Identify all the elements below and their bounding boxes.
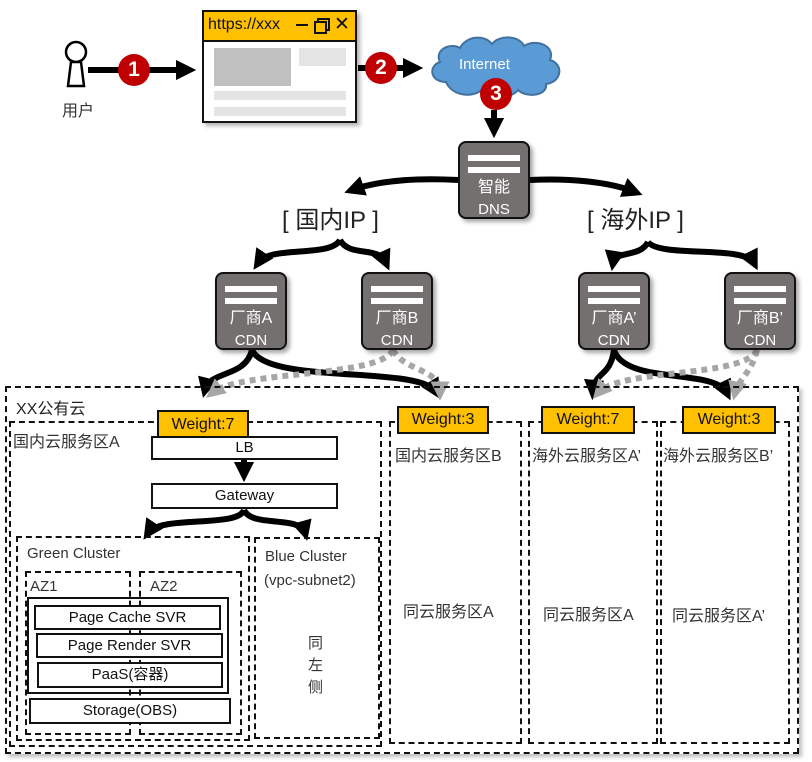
content-placeholder-line xyxy=(214,91,346,100)
public-cloud-title: XX公有云 xyxy=(16,401,86,418)
same-as-left-char: 左 xyxy=(308,657,324,674)
internet-label: Internet xyxy=(459,56,510,73)
smart-dns-server: 智能 DNS xyxy=(458,141,530,219)
dns-label-line1: 智能 xyxy=(477,179,510,196)
browser-url: https://xxx xyxy=(208,16,281,33)
restore-icon[interactable] xyxy=(314,18,330,34)
minimize-icon[interactable] xyxy=(296,24,308,26)
step-badge-2: 2 xyxy=(365,52,397,84)
weight-badge: Weight:7 xyxy=(157,410,249,440)
dns-label-line2: DNS xyxy=(478,201,510,218)
server-icon-bar xyxy=(468,155,520,161)
content-placeholder-block xyxy=(299,48,346,66)
zone-note: 同云服务区A’ xyxy=(672,608,766,625)
weight-badge: Weight:3 xyxy=(682,406,776,434)
paas-container: PaaS(容器) xyxy=(37,662,223,688)
cdn-vendor-b: 厂商B CDN xyxy=(361,272,433,350)
lb-box: LB xyxy=(151,436,338,460)
cdn-label-line2: CDN xyxy=(380,332,414,349)
content-placeholder-line xyxy=(214,107,346,116)
cdn-label-line1: 厂商B xyxy=(375,310,419,327)
az2-label: AZ2 xyxy=(150,578,178,595)
server-icon-bar xyxy=(371,286,423,292)
gateway-box: Gateway xyxy=(151,483,338,509)
arrow-cdn-b-prime-to-zone-b-prime xyxy=(728,349,760,401)
cdn-label-line1: 厂商B’ xyxy=(736,310,784,327)
cdn-label-line1: 厂商A’ xyxy=(591,310,637,327)
overseas-ip-label: [ 海外IP ] xyxy=(587,207,684,234)
service-stack xyxy=(27,597,229,694)
server-icon-bar xyxy=(734,286,786,292)
zone-domestic-b xyxy=(389,421,522,744)
arrow-cdn-a-to-zone-b xyxy=(249,348,441,400)
public-cloud-boundary xyxy=(5,386,799,754)
weight-badge: Weight:7 xyxy=(541,406,635,434)
arrow-domestic-to-cdn-b xyxy=(337,238,391,271)
server-icon-bar xyxy=(588,286,640,292)
content-placeholder-image xyxy=(214,48,291,86)
zone-overseas-a-prime xyxy=(528,421,658,744)
zone-overseas-b-prime xyxy=(660,421,790,744)
arrow-dns-to-domestic-ip xyxy=(344,176,459,196)
cdn-vendor-a-prime: 厂商A’ CDN xyxy=(578,272,650,350)
cdn-label-line2: CDN xyxy=(743,332,777,349)
page-cache-svr: Page Cache SVR xyxy=(34,605,221,630)
server-icon-bar xyxy=(371,298,423,304)
cdn-vendor-a: 厂商A CDN xyxy=(215,272,287,350)
browser-window: https://xxx ✕ xyxy=(202,10,357,123)
arrow-gateway-to-blue-cluster xyxy=(241,508,312,541)
server-icon-bar xyxy=(225,298,277,304)
az1-label: AZ1 xyxy=(30,578,58,595)
user-label: 用户 xyxy=(62,103,95,120)
server-icon-bar xyxy=(588,298,640,304)
arrow-cdn-b-to-zone-a xyxy=(206,348,396,398)
weight-badge: Weight:3 xyxy=(397,406,489,434)
server-icon-bar xyxy=(734,298,786,304)
arrow-gateway-to-green-cluster xyxy=(143,508,247,540)
cdn-label-line2: CDN xyxy=(234,332,268,349)
zone-title: 国内云服务区B xyxy=(395,448,502,465)
zone-title: 国内云服务区A xyxy=(13,434,120,451)
zone-title: 海外云服务区A’ xyxy=(532,448,642,465)
arrow-cdn-b-prime-to-zone-a-prime xyxy=(592,348,760,399)
arrow-overseas-to-cdn-b-prime xyxy=(645,239,758,271)
blue-cluster-subnet: (vpc-subnet2) xyxy=(264,572,356,589)
zone-title: 海外云服务区B’ xyxy=(663,448,774,465)
green-cluster-label: Green Cluster xyxy=(27,545,121,562)
cdn-label-line2: CDN xyxy=(597,332,631,349)
close-icon[interactable]: ✕ xyxy=(334,14,350,35)
arrow-domestic-to-cdn-a xyxy=(253,238,343,270)
step-badge-1: 1 xyxy=(118,54,150,86)
zone-note: 同云服务区A xyxy=(403,604,494,621)
same-as-left-char: 侧 xyxy=(308,679,324,696)
page-render-svr: Page Render SVR xyxy=(36,633,223,658)
user-icon xyxy=(64,40,88,88)
cdn-label-line1: 厂商A xyxy=(229,310,273,327)
domestic-ip-label: [ 国内IP ] xyxy=(282,207,379,234)
step-badge-3: 3 xyxy=(480,78,512,110)
blue-cluster-label: Blue Cluster xyxy=(265,548,347,565)
storage-obs: Storage(OBS) xyxy=(29,698,231,724)
server-icon-bar xyxy=(225,286,277,292)
server-icon-bar xyxy=(468,167,520,173)
zone-note: 同云服务区A xyxy=(543,607,634,624)
arrow-dns-to-overseas-ip xyxy=(529,176,643,197)
blue-cluster xyxy=(254,537,380,739)
cdn-vendor-b-prime: 厂商B’ CDN xyxy=(724,272,796,350)
arrow-overseas-to-cdn-a-prime xyxy=(604,240,651,272)
browser-titlebar: https://xxx ✕ xyxy=(204,12,355,42)
same-as-left-char: 同 xyxy=(308,635,324,652)
green-cluster xyxy=(16,536,250,741)
